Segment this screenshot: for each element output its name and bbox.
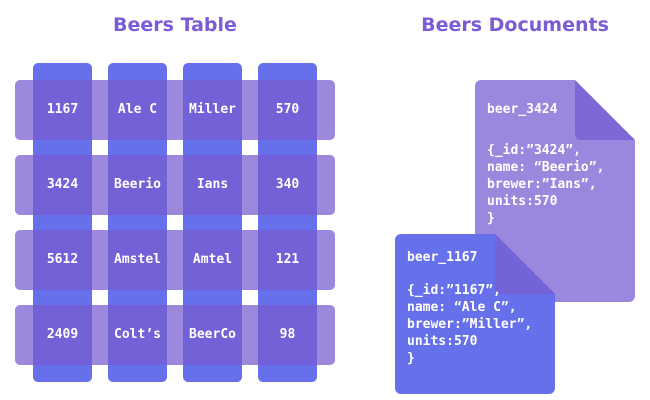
- table-cell: 1167: [46, 102, 79, 117]
- table-cell: 5612: [46, 252, 79, 267]
- table-cell: 121: [275, 252, 300, 267]
- table-cell: 3424: [46, 177, 79, 192]
- doc-line: {_id:”1167”,: [407, 283, 501, 298]
- doc-line: }: [407, 351, 415, 366]
- table-cell: 98: [279, 327, 296, 342]
- doc-line: brewer:”Miller”,: [407, 317, 533, 332]
- table-row: [15, 230, 335, 290]
- table-row: [15, 305, 335, 365]
- doc-line: units:570: [487, 194, 558, 209]
- table-cell: Amstel: [114, 252, 161, 267]
- table-row: [15, 155, 335, 215]
- doc-line: name: “Beerio”,: [487, 160, 605, 175]
- folded-corner: [575, 80, 635, 140]
- table-cell: 2409: [46, 327, 79, 342]
- table-cell: Ians: [196, 177, 229, 192]
- document-name: beer_3424: [487, 102, 558, 117]
- table-cell: Amtel: [192, 252, 233, 267]
- table-cell: Beerio: [114, 177, 161, 192]
- doc-line: name: “Ale C”,: [407, 300, 517, 315]
- doc-line: units:570: [407, 334, 478, 349]
- table-cell: Ale C: [117, 102, 158, 117]
- table-title: Beers Table: [113, 14, 237, 36]
- document-beer-1167: beer_1167 {_id:”1167”, name: “Ale C”, brew…: [395, 234, 555, 394]
- documents-title: Beers Documents: [421, 14, 609, 36]
- doc-line: {_id:”3424”,: [487, 143, 581, 158]
- table-cell: Colt’s: [114, 327, 161, 342]
- table-cell: BeerCo: [189, 327, 236, 342]
- document-body: {_id:”1167”, name: “Ale C”, brewer:”Miller…: [407, 282, 532, 367]
- table-row: [15, 80, 335, 140]
- document-name: beer_1167: [407, 250, 478, 265]
- folded-corner: [495, 234, 555, 294]
- doc-line: brewer:”Ians”,: [487, 177, 597, 192]
- table-cell: 340: [275, 177, 300, 192]
- table-cell: Miller: [189, 102, 236, 117]
- document-body: {_id:”3424”, name: “Beerio”, brewer:”Ians”…: [487, 142, 604, 227]
- table-cell: 570: [275, 102, 300, 117]
- doc-line: }: [487, 211, 495, 226]
